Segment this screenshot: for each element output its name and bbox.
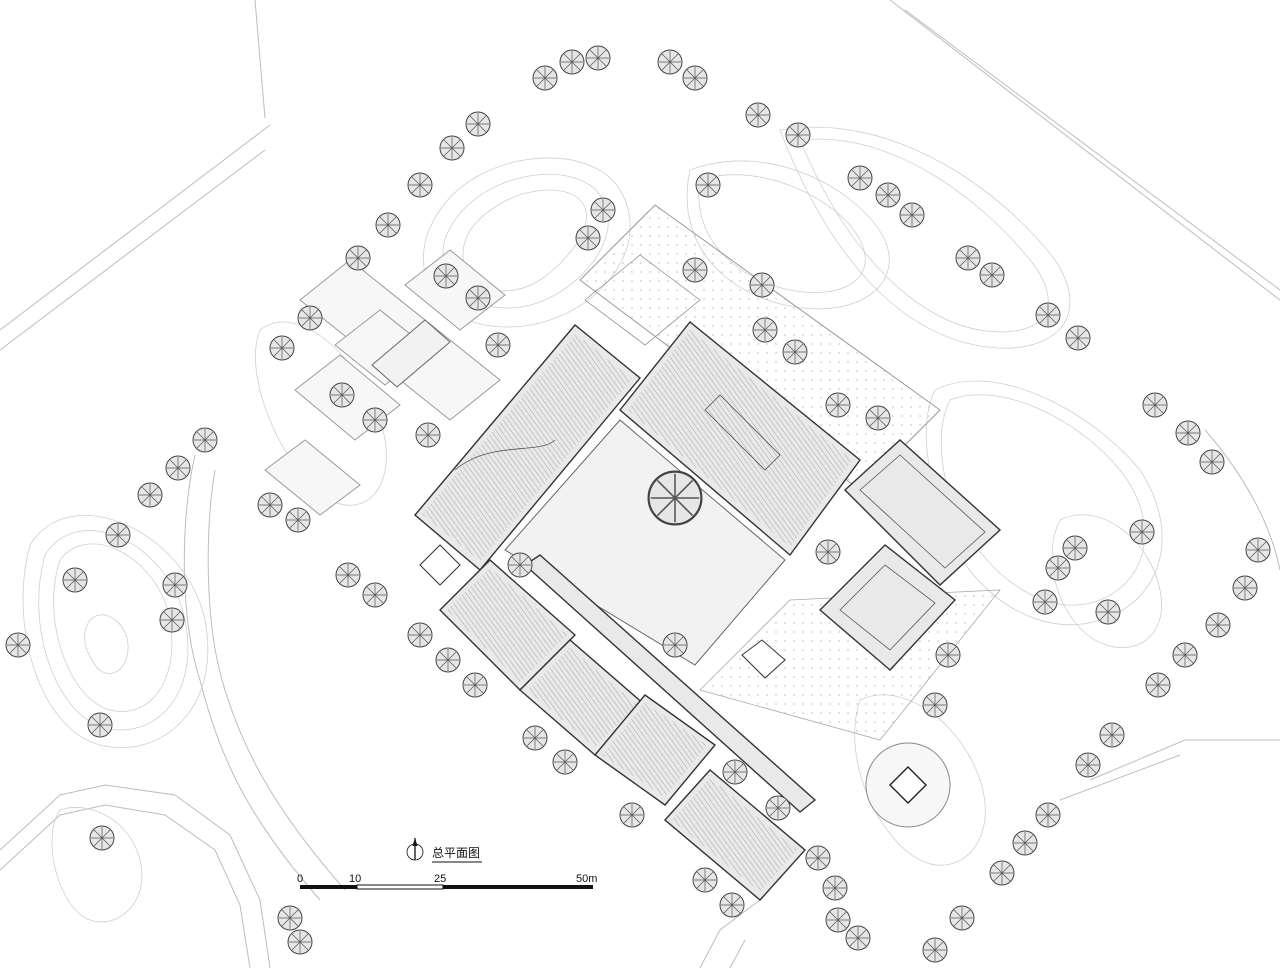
scale-tick-0: 0 (297, 873, 303, 885)
scale-tick-50: 50m (576, 873, 597, 885)
scale-tick-25: 25 (434, 873, 446, 885)
central-courtyard (504, 419, 786, 666)
scale-tick-10: 10 (349, 873, 361, 885)
pavilion (865, 742, 951, 828)
plan-title: 总平面图 (432, 846, 480, 860)
building-roofs (414, 321, 1002, 901)
north-arrow-icon (406, 838, 424, 861)
scale-bar: 0 10 25 50m (297, 873, 597, 890)
